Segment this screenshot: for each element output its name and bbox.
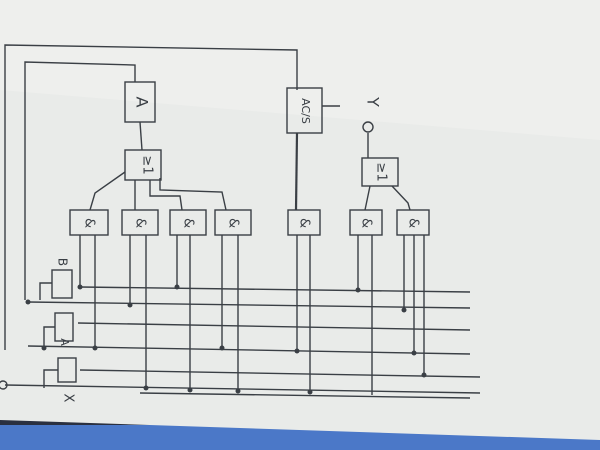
- junction-dot: [355, 287, 361, 293]
- or-right-feed-1: [364, 185, 371, 211]
- and-gate-5: [287, 209, 321, 236]
- gate-a-label: A: [58, 338, 71, 346]
- and-gate-3: [169, 209, 207, 236]
- input-terminal: [0, 380, 8, 390]
- junction-dot: [294, 348, 300, 354]
- junction-dot: [307, 389, 313, 395]
- top-block-label: A: [133, 97, 152, 108]
- not-gate-b: [51, 269, 73, 299]
- and-gate-2: [121, 209, 159, 236]
- junction-dot: [235, 388, 241, 394]
- junction-dot: [219, 345, 225, 351]
- outer-frame-wire: [4, 44, 298, 350]
- bus-line-3: [77, 322, 471, 331]
- or-right-feed-2: [391, 185, 411, 211]
- bus-line-6: [4, 384, 481, 394]
- and-gate-6: [349, 209, 383, 236]
- and-gate-1-label: &: [82, 218, 97, 228]
- and-gate-3-label: &: [181, 218, 196, 228]
- right-block-label: AC/S: [299, 98, 312, 124]
- and-gate-7-label: &: [406, 218, 421, 228]
- or-left-feed-4: [159, 178, 227, 211]
- output-bubble: [362, 121, 374, 133]
- paper-shading: [0, 0, 600, 140]
- input-x-label: X: [61, 394, 76, 403]
- and-gate-4: [214, 209, 252, 236]
- and-gate-6-label: &: [359, 218, 374, 228]
- diagram-labels: ≥1 ≥1 A AC/S Y X A B & & & & & & &: [56, 96, 421, 402]
- diagram-ink: [4, 44, 481, 399]
- bus-line-4: [27, 345, 471, 355]
- bus-line-7: [139, 392, 471, 399]
- top-block-to-or: [139, 121, 143, 151]
- junction-dot: [411, 350, 417, 356]
- junction-dot: [187, 387, 193, 393]
- or-left-feed-3: [149, 180, 183, 211]
- right-block: [286, 87, 323, 134]
- input-stub-b: [39, 282, 52, 300]
- bus-line-2: [27, 301, 471, 309]
- junction-dot: [174, 284, 180, 290]
- or-left-feed-1: [89, 171, 126, 211]
- right-block-to-and5: [294, 132, 299, 211]
- junction-dot: [401, 307, 407, 313]
- feedback-wire: [24, 61, 136, 300]
- gate-b-label: B: [56, 258, 70, 266]
- and-gate-2-label: &: [133, 218, 148, 228]
- and-gate-5-label: &: [297, 218, 312, 228]
- input-stub-x: [43, 369, 58, 388]
- junction-dot: [25, 299, 31, 305]
- junction-dots: [25, 284, 427, 395]
- output-y-label: Y: [364, 96, 383, 107]
- and-gate-4-label: &: [226, 218, 241, 228]
- and-gate-7: [396, 209, 430, 236]
- input-stub-a: [43, 326, 55, 348]
- junction-dot: [127, 302, 133, 308]
- junction-dot: [143, 385, 149, 391]
- junction-dot: [421, 372, 427, 378]
- or-gate-left-label: ≥1: [140, 155, 155, 174]
- junction-dot: [41, 345, 47, 351]
- or-gate-right-label: ≥1: [374, 162, 389, 181]
- bus-line-1: [79, 286, 471, 293]
- junction-dot: [92, 345, 98, 351]
- or-gate-right: [361, 157, 399, 187]
- junction-dot: [77, 284, 83, 290]
- and-gate-1: [69, 209, 109, 236]
- or-gate-left: [124, 149, 162, 181]
